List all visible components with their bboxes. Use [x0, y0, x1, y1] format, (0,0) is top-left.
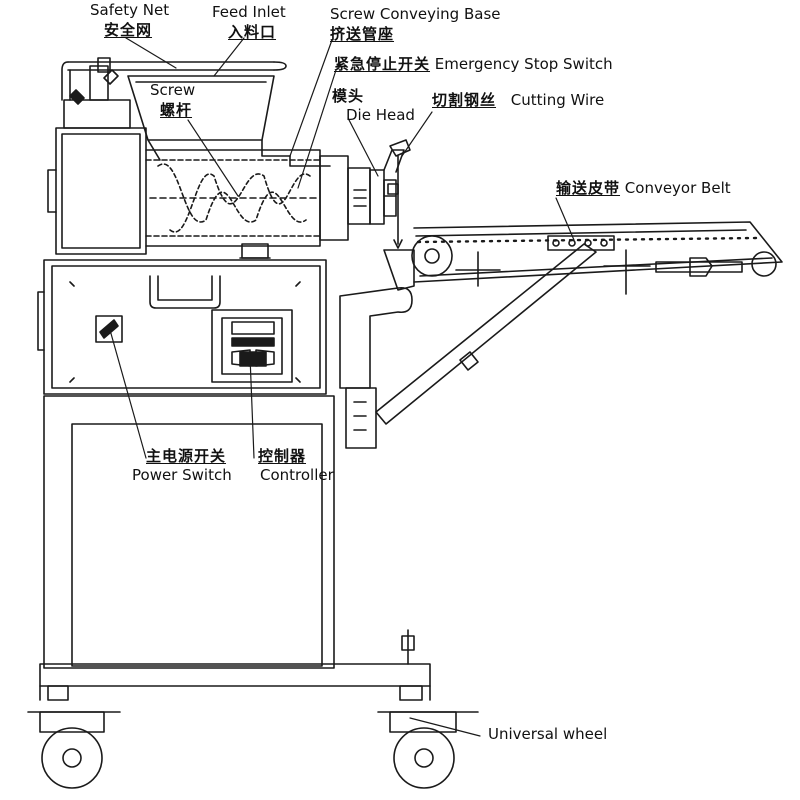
label-die-head-zh: 模头 [332, 87, 365, 105]
label-screw-zh: 螺杆 [160, 101, 193, 119]
label-cutting-wire: 切割钢丝 Cutting Wire [432, 92, 604, 109]
label-die-head-en: Die Head [346, 106, 415, 124]
screw-conveying-base [239, 155, 371, 259]
cutting-wire [389, 139, 411, 249]
universal-wheel-left [27, 685, 121, 789]
screw-barrel [145, 149, 321, 247]
label-universal-wheel: Universal wheel [488, 726, 607, 743]
label-safety-net-en: Safety Net [90, 1, 170, 19]
label-conveyor-belt-en: Conveyor Belt [624, 179, 731, 197]
motor-top-housing [63, 57, 131, 129]
label-controller-en: Controller [260, 466, 334, 484]
motor-body [47, 127, 147, 255]
label-conveyor-belt: 输送皮带 Conveyor Belt [556, 180, 731, 197]
label-cutting-wire-zh: 切割钢丝 [432, 91, 497, 109]
label-controller: 控制器 Controller [258, 448, 334, 484]
label-screw-base-zh: 挤送管座 [330, 25, 395, 43]
controller [211, 309, 293, 383]
label-feed-inlet-en: Feed Inlet [212, 3, 286, 21]
universal-wheel-right [377, 629, 479, 789]
safety-net [61, 61, 287, 101]
machine-stand [39, 395, 431, 701]
label-controller-zh: 控制器 [258, 447, 307, 465]
label-universal-wheel-en: Universal wheel [488, 725, 608, 743]
die-head [369, 169, 397, 225]
conveyor-support-arm [339, 243, 597, 449]
label-power-switch: 主电源开关 Power Switch [132, 448, 232, 484]
conveyor-belt [383, 221, 783, 295]
label-feed-inlet-zh: 入料口 [228, 23, 277, 41]
label-conveyor-belt-zh: 输送皮带 [556, 179, 621, 197]
label-safety-net: Safety Net 安全网 [90, 2, 169, 39]
label-emergency-stop-en: Emergency Stop Switch [434, 55, 613, 73]
label-feed-inlet: Feed Inlet 入料口 [212, 4, 286, 41]
label-emergency-stop: 紧急停止开关 Emergency Stop Switch [334, 56, 613, 73]
label-screw-conveying-base: Screw Conveying Base 挤送管座 [330, 6, 501, 43]
leader-lines [109, 37, 575, 737]
label-power-switch-zh: 主电源开关 [146, 447, 227, 465]
label-safety-net-zh: 安全网 [104, 21, 153, 39]
label-screw: Screw 螺杆 [150, 82, 195, 119]
control-cabinet [37, 259, 327, 395]
power-switch [95, 315, 123, 343]
label-cutting-wire-en: Cutting Wire [510, 91, 605, 109]
label-screw-base-en: Screw Conveying Base [330, 5, 501, 23]
label-power-switch-en: Power Switch [132, 466, 232, 484]
label-die-head: 模头 Die Head [332, 88, 415, 124]
label-screw-en: Screw [150, 81, 196, 99]
label-emergency-stop-zh: 紧急停止开关 [334, 55, 431, 73]
emergency-stop-switch [383, 149, 405, 195]
